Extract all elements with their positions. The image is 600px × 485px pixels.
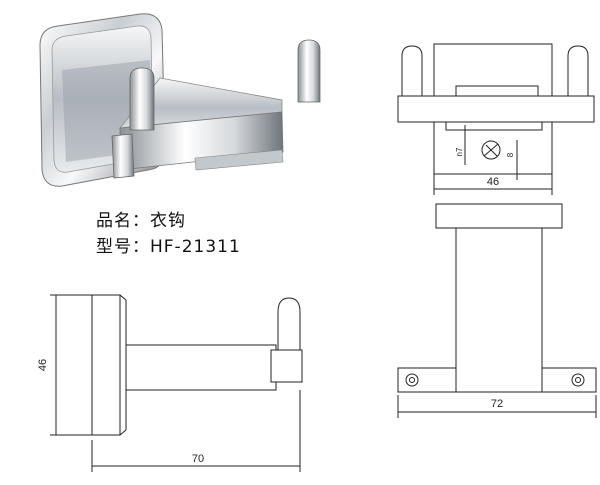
product-photo	[39, 13, 321, 187]
top-width-label: 46	[487, 176, 499, 188]
front-view-cap	[435, 203, 563, 229]
product-model-label: 型号：HF-21311	[96, 237, 241, 257]
top-view-drawing	[397, 43, 595, 195]
top-view-pin-right	[567, 45, 589, 96]
screw-icon	[481, 140, 501, 160]
top-view-pin-left	[401, 45, 423, 96]
side-view-plate	[91, 294, 121, 436]
top-small-label: 8	[506, 152, 515, 157]
side-length-label: 70	[192, 453, 204, 465]
mount-hole-icon	[571, 373, 585, 387]
top-view-crossbar	[397, 95, 595, 123]
mount-hole-icon	[405, 373, 419, 387]
front-view-drawing	[397, 203, 597, 418]
front-view-column	[455, 227, 543, 393]
front-width-label: 72	[491, 398, 503, 410]
side-view-drawing	[50, 294, 303, 472]
side-height-label: 46	[37, 359, 49, 371]
front-view-base-right	[541, 367, 597, 393]
product-name-label: 品名：衣钩	[96, 211, 186, 231]
side-view-arm	[125, 344, 277, 391]
side-view-pin	[277, 297, 301, 350]
top-offset-label: n7	[455, 147, 464, 156]
front-view-base-left	[397, 367, 457, 393]
